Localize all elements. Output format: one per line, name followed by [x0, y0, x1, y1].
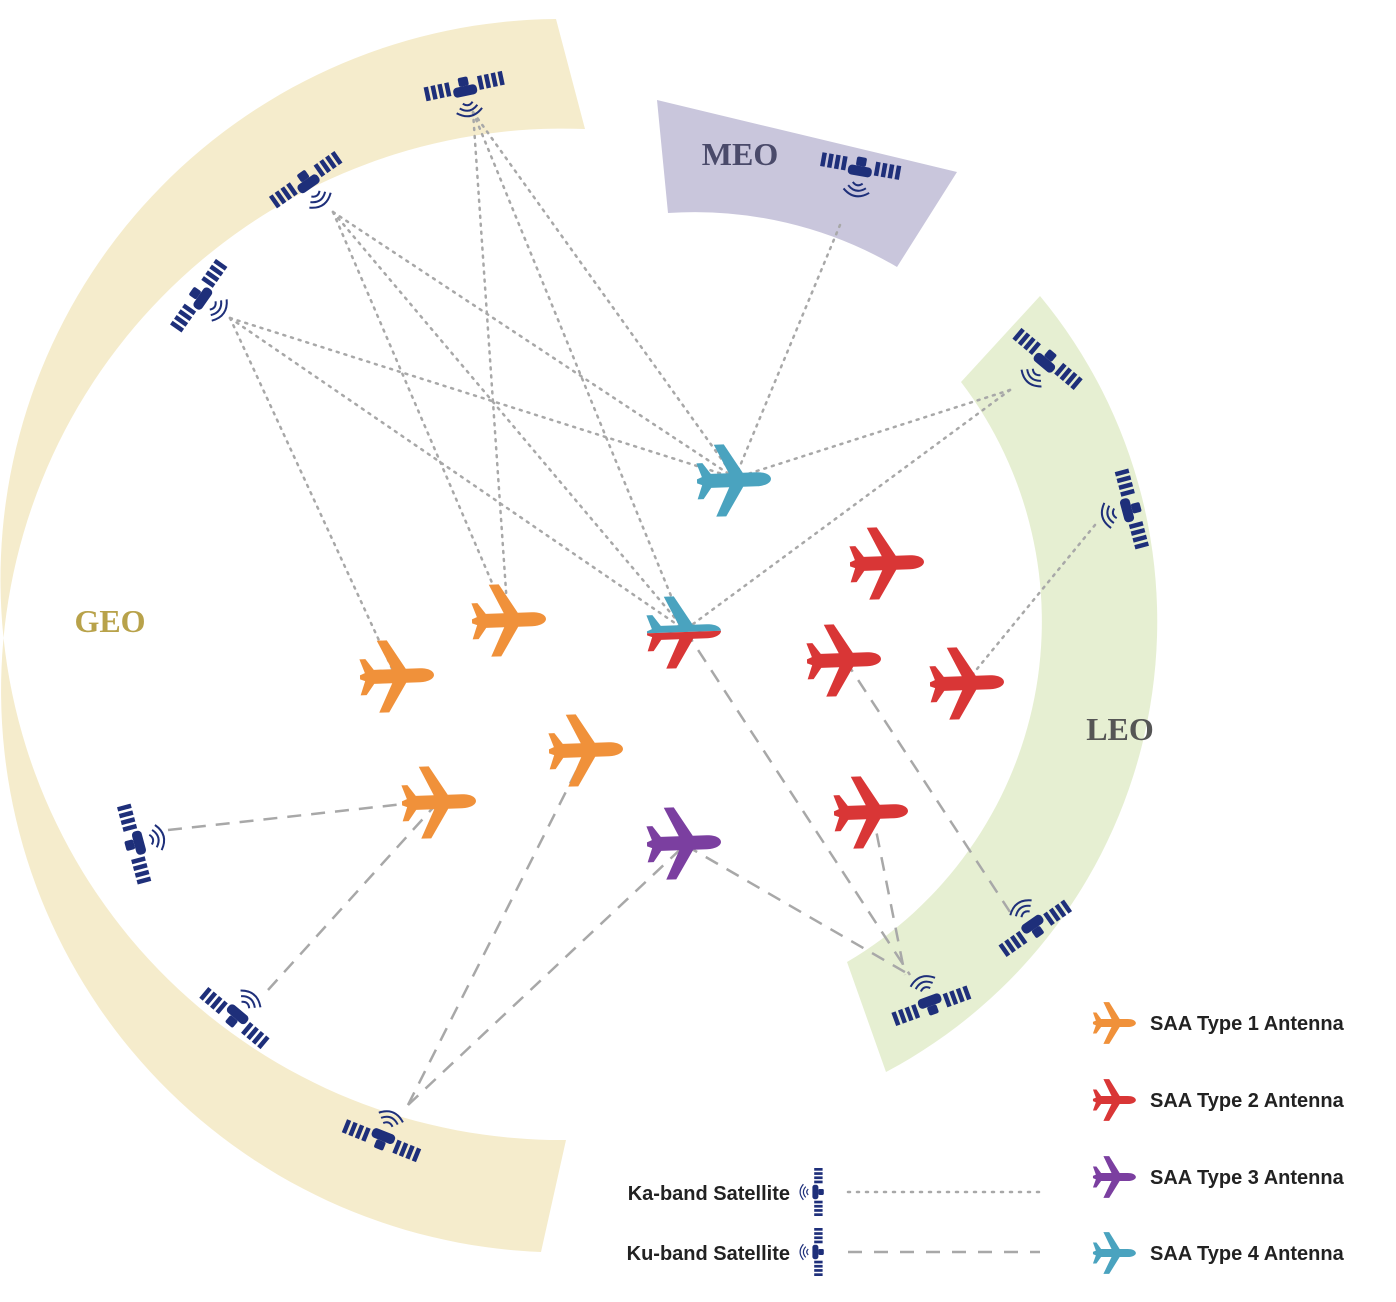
legend-ku-satellite-icon	[799, 1227, 825, 1277]
ka-link	[966, 523, 1097, 682]
legend-type1-label: SAA Type 1 Antenna	[1150, 1013, 1345, 1035]
aircraft-type2-icon	[805, 622, 883, 698]
ku-link	[683, 629, 912, 976]
ka-link	[228, 316, 737, 480]
ku-link	[870, 809, 907, 976]
legend-ku-band-label: Ku-band Satellite	[627, 1243, 790, 1265]
ka-band-links	[228, 110, 1097, 682]
ku-band-links	[167, 629, 1012, 1106]
aircraft-type1-icon	[358, 638, 436, 714]
legend-type2-plane-icon	[1092, 1079, 1136, 1121]
ka-link	[228, 316, 397, 677]
legend-ka-satellite-icon	[799, 1167, 825, 1217]
legend-type1-plane-icon	[1092, 1002, 1136, 1044]
geo-satellite-icon	[114, 796, 175, 887]
ka-link	[331, 210, 510, 622]
aircraft-type2-icon	[928, 645, 1006, 721]
ka-link	[471, 110, 737, 480]
ka-link	[331, 210, 737, 480]
meo-orbit-band	[657, 100, 957, 267]
leo-label: LEO	[1086, 711, 1154, 747]
ka-link	[471, 110, 510, 622]
ka-link	[733, 388, 1012, 480]
ku-link	[407, 844, 686, 1106]
aircraft-type2-icon	[848, 525, 926, 601]
legend-antenna-types: SAA Type 1 Antenna SAA Type 2 Antenna SA…	[1092, 1002, 1345, 1274]
ku-link	[843, 659, 1012, 913]
ku-link	[167, 798, 441, 832]
aircraft-type1-icon	[547, 712, 625, 788]
aircraft-type2-icon	[832, 774, 910, 850]
legend-type2-label: SAA Type 2 Antenna	[1150, 1090, 1345, 1112]
ka-link	[683, 388, 1012, 632]
ka-link	[228, 316, 687, 632]
leo-orbit-band	[847, 296, 1158, 1072]
ka-link	[331, 210, 687, 632]
aircraft-type4-icon	[695, 442, 773, 518]
legend-type3-label: SAA Type 3 Antenna	[1150, 1167, 1345, 1189]
legend-band-types: Ka-band Satellite Ku-band Satellite	[627, 1167, 1042, 1277]
aircraft-type1-icon	[470, 582, 548, 658]
ku-link	[267, 799, 441, 991]
aircraft-type3-icon	[645, 805, 723, 881]
aircraft-type1-icon	[400, 764, 478, 840]
legend-ka-band-label: Ka-band Satellite	[628, 1183, 790, 1205]
meo-label: MEO	[702, 136, 778, 172]
ku-link	[406, 749, 589, 1106]
geo-label: GEO	[74, 603, 145, 639]
ku-link	[684, 843, 911, 977]
aircraft-type2-type4-icon	[645, 594, 723, 670]
legend-type3-plane-icon	[1092, 1156, 1136, 1198]
legend-type4-plane-icon	[1092, 1232, 1136, 1274]
ka-link	[733, 223, 842, 480]
legend-type4-label: SAA Type 4 Antenna	[1150, 1243, 1345, 1265]
ka-link	[471, 110, 687, 632]
